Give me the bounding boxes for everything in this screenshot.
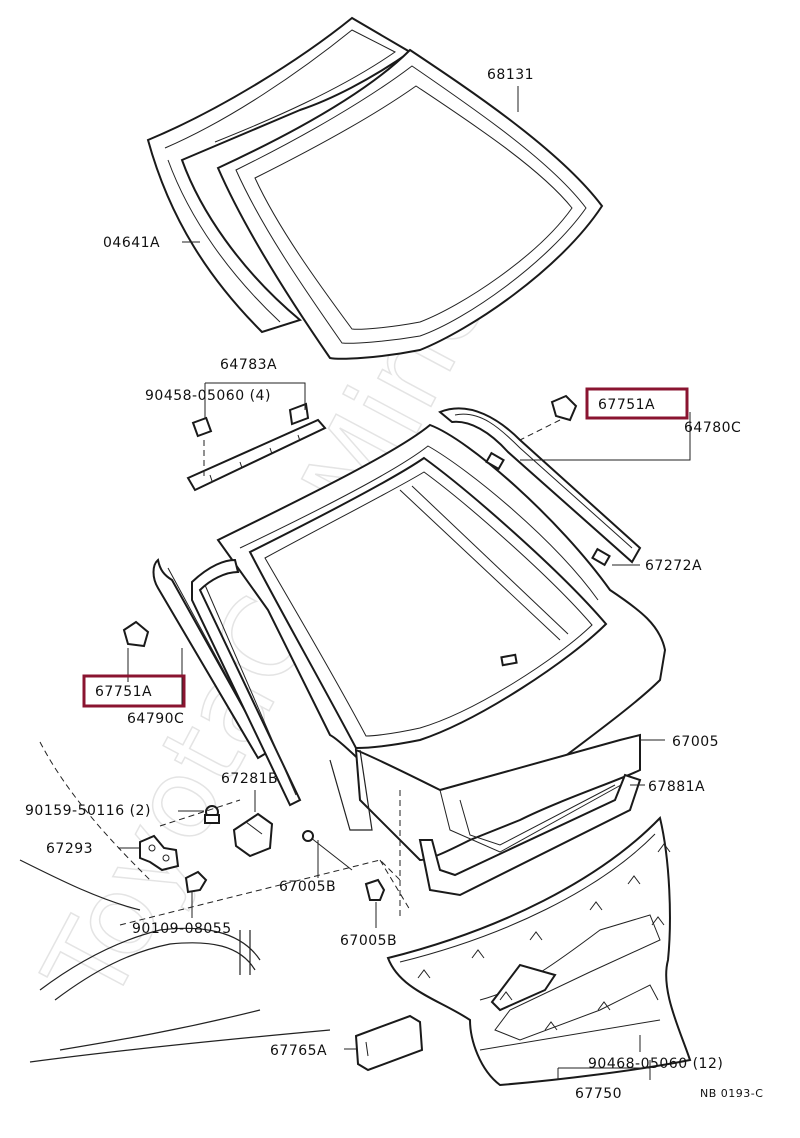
label-67281B: 67281B (221, 771, 278, 787)
plate-67765A (354, 1014, 424, 1072)
trim-board-67750 (386, 815, 692, 1087)
hinge-67293 (139, 834, 180, 872)
label-90159-50116-2: 90159-50116 (2) (25, 803, 151, 819)
label-90109-08055: 90109-08055 (132, 921, 232, 937)
label-67751A-right: 67751A (598, 397, 655, 413)
highlight-box-67751A-left (82, 674, 186, 708)
clip-67751A-right (519, 394, 578, 441)
diagram-reference-code: NB 0193-C (700, 1087, 763, 1100)
label-64780C: 64780C (684, 420, 741, 436)
label-67765A: 67765A (270, 1043, 327, 1059)
back-door-67005 (216, 423, 667, 862)
bolt-90109 (184, 870, 208, 894)
weatherstrip-64790C (152, 558, 302, 807)
damper-67005B-a (302, 830, 353, 871)
trim-frame-67881A (418, 773, 642, 897)
label-90468-05060-12: 90468-05060 (12) (588, 1056, 723, 1072)
label-67005: 67005 (672, 734, 719, 750)
stopper-67005B-b (364, 878, 386, 901)
bolt-90159 (204, 805, 220, 824)
bracket-67281B (232, 812, 274, 858)
label-67272A: 67272A (645, 558, 702, 574)
clip-67751A-left (122, 620, 150, 648)
label-67751A-left: 67751A (95, 684, 152, 700)
label-68131: 68131 (487, 67, 534, 83)
weatherstrip-64780C (438, 407, 642, 564)
label-64790C: 64790C (127, 711, 184, 727)
highlight-box-67751A-right (585, 387, 689, 420)
label-67881A: 67881A (648, 779, 705, 795)
label-90458-05060-4: 90458-05060 (4) (145, 388, 271, 404)
back-window-glass-68131 (216, 48, 604, 360)
label-67005B-a: 67005B (279, 879, 336, 895)
vehicle-body-outline (19, 741, 411, 1063)
label-04641A: 04641A (103, 235, 160, 251)
label-67750: 67750 (575, 1086, 622, 1102)
label-67293: 67293 (46, 841, 93, 857)
label-67005B-b: 67005B (340, 933, 397, 949)
label-64783A: 64783A (220, 357, 277, 373)
bracket-64783A (186, 402, 327, 492)
glass-dam-04641A (146, 16, 412, 334)
